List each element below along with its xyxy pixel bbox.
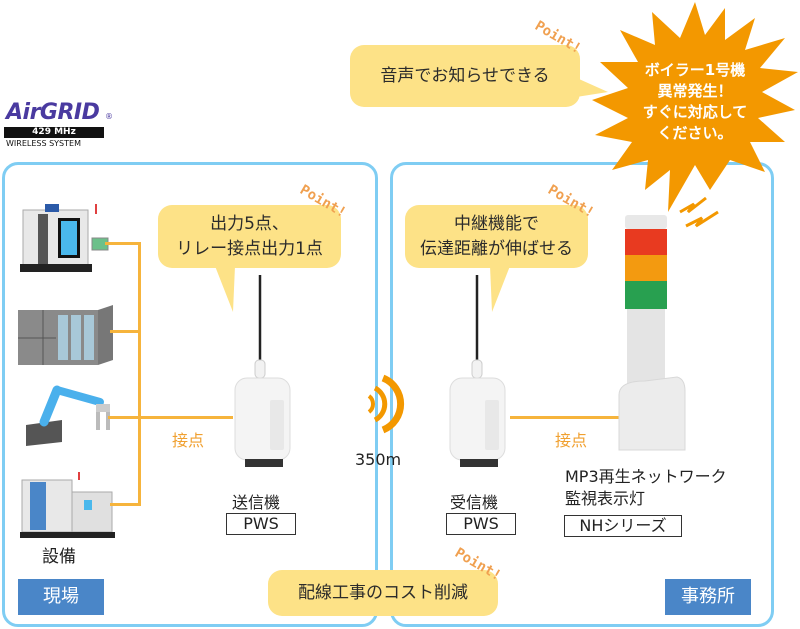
wire-bus	[138, 242, 141, 505]
wire-production	[110, 503, 141, 506]
receiver-device	[449, 275, 506, 467]
office-tag: 事務所	[665, 579, 751, 615]
alert-line-1: ボイラー1号機	[644, 61, 746, 79]
signal-tower-light	[618, 215, 686, 451]
relay-bubble-tail	[490, 266, 510, 312]
relay-bubble-line-1: 中継機能で	[454, 213, 539, 234]
light-model: NHシリーズ	[564, 515, 682, 537]
airgrid-logo: AirGRID ® 429 MHz WIRELESS SYSTEM	[4, 100, 124, 155]
wire-robot	[108, 416, 233, 419]
voice-bubble: 音声でお知らせできる	[350, 45, 580, 107]
light-name-line-1: MP3再生ネットワーク	[565, 467, 727, 486]
contact-label-right: 接点	[555, 431, 588, 450]
logo-frequency: 429 MHz	[4, 127, 104, 138]
logo-tagline: WIRELESS SYSTEM	[6, 139, 81, 148]
outputs-bubble: 出力5点、 リレー接点出力1点	[158, 205, 341, 268]
control-cabinet-icon	[18, 305, 113, 365]
outputs-bubble-line-2: リレー接点出力1点	[176, 238, 323, 259]
alert-line-3: すぐに対応して	[642, 103, 748, 121]
lightning-icon	[679, 196, 719, 228]
relay-bubble: 中継機能で 伝達距離が伸ばせる	[405, 205, 588, 268]
equipment-label: 設備	[42, 547, 76, 567]
cost-bubble-text: 配線工事のコスト削減	[298, 582, 468, 603]
light-description: MP3再生ネットワーク 監視表示灯	[565, 466, 727, 510]
alert-line-2: 異常発生！	[657, 82, 733, 100]
voice-bubble-tail	[570, 75, 608, 98]
outputs-bubble-tail	[215, 266, 235, 312]
robot-arm-icon	[26, 385, 110, 446]
wireless-signal-icon	[367, 374, 405, 434]
cost-bubble: 配線工事のコスト削減	[268, 570, 498, 616]
production-machine-icon	[20, 472, 115, 538]
machine-tool-icon	[20, 204, 109, 272]
transmitter-model: PWS	[226, 513, 296, 535]
wire-receiver-light	[510, 416, 620, 419]
outputs-bubble-line-1: 出力5点、	[210, 213, 289, 234]
voice-bubble-text: 音声でお知らせできる	[380, 65, 550, 86]
receiver-label: 受信機	[450, 493, 499, 512]
alert-line-4: ください。	[657, 124, 733, 142]
transmitter-device	[234, 275, 291, 467]
wire-machine-tool	[105, 242, 141, 245]
distance-label: 350m	[355, 450, 402, 469]
site-tag: 現場	[18, 579, 104, 615]
logo-registered: ®	[105, 112, 113, 121]
contact-label-left: 接点	[172, 431, 205, 450]
alert-text: ボイラー1号機 異常発生！ すぐに対応して ください。	[615, 60, 775, 144]
logo-brand: AirGRID	[6, 100, 100, 125]
light-name-line-2: 監視表示灯	[565, 489, 646, 508]
wire-cabinet	[110, 330, 141, 333]
receiver-model: PWS	[446, 513, 516, 535]
transmitter-label: 送信機	[232, 493, 281, 512]
relay-bubble-line-2: 伝達距離が伸ばせる	[420, 238, 573, 259]
alert-starburst	[592, 2, 798, 212]
